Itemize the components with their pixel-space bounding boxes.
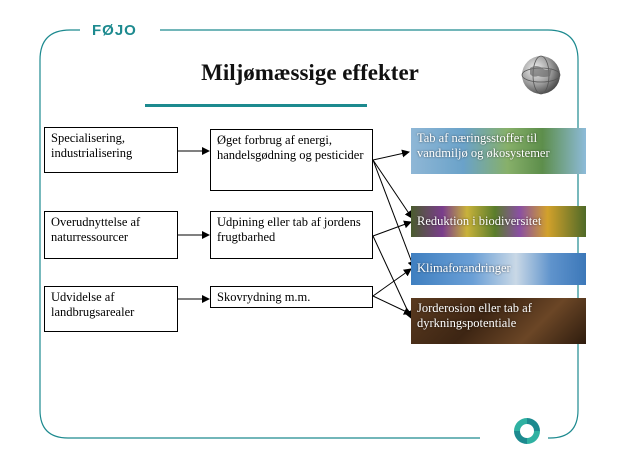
cause-box-udvidelse: Udvidelse af landbrugsarealer	[44, 286, 178, 332]
effect-label: Klimaforandringer	[417, 261, 511, 275]
recycle-logo-icon	[514, 418, 540, 444]
arrow-practice3-effect4	[372, 295, 412, 315]
cause-label: Overudnyttelse af naturressourcer	[51, 215, 141, 244]
practice-label: Skovrydning m.m.	[217, 290, 311, 304]
effect-label: Tab af næringsstoffer til vandmiljø og ø…	[417, 131, 550, 160]
practice-box-skovrydning: Skovrydning m.m.	[210, 286, 373, 308]
effect-panel-jorderosion: Jorderosion eller tab af dyrkningspotent…	[411, 298, 586, 344]
practice-box-forbrug: Øget forbrug af energi, handelsgødning o…	[210, 129, 373, 191]
practice-box-udpining: Udpining eller tab af jordens frugtbarhe…	[210, 211, 373, 259]
effect-panel-biodiversitet: Reduktion i biodiversitet	[411, 206, 586, 237]
brand-logo-text: FØJO	[88, 22, 141, 39]
effect-label: Jorderosion eller tab af dyrkningspotent…	[417, 301, 532, 330]
arrow-practice1-effect1	[372, 149, 410, 161]
practice-label: Øget forbrug af energi, handelsgødning o…	[217, 133, 364, 162]
effect-panel-klima: Klimaforandringer	[411, 253, 586, 285]
arrow-practice3-effect3	[372, 268, 412, 297]
arrow-practice1-effect3	[372, 159, 416, 269]
cause-box-overudnyttelse: Overudnyttelse af naturressourcer	[44, 211, 178, 259]
effect-label: Reduktion i biodiversitet	[417, 214, 542, 228]
arrow-practice2-effect4	[372, 235, 412, 319]
cause-label: Udvidelse af landbrugsarealer	[51, 290, 135, 319]
arrow-practice1-effect2	[372, 159, 413, 219]
slide-title: Miljømæssige effekter	[201, 60, 419, 85]
globe-icon	[521, 55, 561, 95]
arrow-practice2-effect2	[372, 220, 412, 237]
cause-box-specialisering: Specialisering, industrialisering	[44, 127, 178, 173]
practice-label: Udpining eller tab af jordens frugtbarhe…	[217, 215, 361, 244]
cause-label: Specialisering, industrialisering	[51, 131, 133, 160]
effect-panel-naeringsstoffer: Tab af næringsstoffer til vandmiljø og ø…	[411, 128, 586, 174]
title-underline	[145, 104, 367, 107]
